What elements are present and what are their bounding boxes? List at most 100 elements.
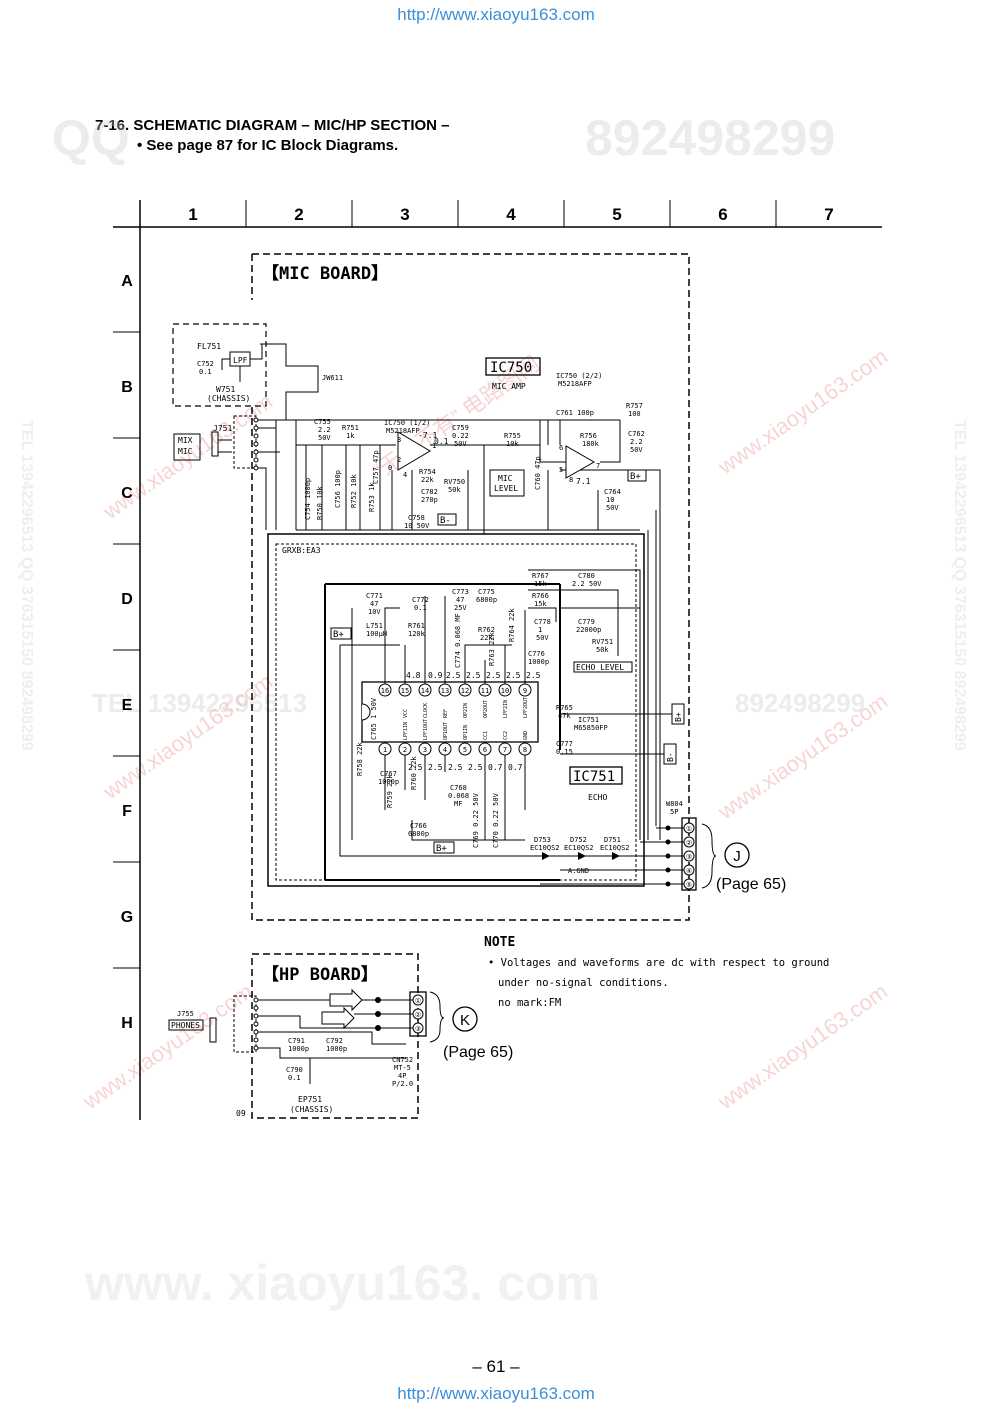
ic751-box: [569, 766, 623, 785]
svg-text:GND: GND: [523, 731, 529, 740]
watermark-side: TEL 13942296513 QQ 376315150 892498299: [951, 420, 968, 751]
svg-text:270p: 270p: [421, 496, 438, 504]
svg-text:C768: C768: [450, 784, 467, 792]
svg-text:0.1: 0.1: [414, 604, 427, 612]
svg-text:C760 47p: C760 47p: [534, 456, 542, 490]
svg-text:C762: C762: [628, 430, 645, 438]
svg-text:R765: R765: [556, 704, 573, 712]
svg-text:R767: R767: [532, 572, 549, 580]
ic751-pin: 6: [483, 746, 487, 754]
url-footer[interactable]: http://www.xiaoyu163.com: [397, 1384, 595, 1403]
w751-chassis: (CHASSIS): [207, 394, 250, 403]
j751-jack: [211, 431, 219, 457]
svg-text:R766: R766: [532, 592, 549, 600]
svg-text:1000p: 1000p: [378, 778, 399, 786]
svg-text:C777: C777: [556, 740, 573, 748]
svg-text:6800p: 6800p: [476, 596, 497, 604]
svg-text:MT-5: MT-5: [394, 1064, 411, 1072]
svg-text:15k: 15k: [534, 600, 547, 608]
connector-j-marker: [724, 842, 750, 868]
watermark-site-diag: www.xiaoyu163.com: [78, 979, 257, 1115]
svg-text:5: 5: [559, 466, 563, 474]
ic751-pin: 12: [461, 687, 469, 695]
svg-text:C767: C767: [380, 770, 397, 778]
board-number: 09: [236, 1109, 246, 1118]
svg-text:R760 22k: R760 22k: [410, 755, 418, 790]
svg-text:C769 0.22 50V: C769 0.22 50V: [472, 792, 480, 848]
svg-text:22k: 22k: [480, 634, 493, 642]
c752-label: C752: [197, 360, 214, 368]
svg-text:RV750: RV750: [444, 478, 465, 486]
ic750-opamp-1: [397, 431, 431, 471]
grid-column-labels: 1 2 3 4 5 6 7: [188, 205, 833, 224]
page-ref-j: (Page 65): [716, 876, 786, 893]
arrow-icon: [329, 988, 363, 1012]
svg-text:100: 100: [628, 410, 641, 418]
svg-text:P/2.0: P/2.0: [392, 1080, 413, 1088]
svg-text:EC10QS2: EC10QS2: [564, 844, 594, 852]
svg-text:100μH: 100μH: [366, 630, 387, 638]
svg-text:10: 10: [606, 496, 614, 504]
svg-text:2.2: 2.2: [630, 438, 643, 446]
connector-pin: ③: [415, 1025, 421, 1033]
url-header[interactable]: http://www.xiaoyu163.com: [397, 5, 595, 24]
svg-text:2.2: 2.2: [318, 426, 331, 434]
svg-text:C758: C758: [408, 514, 425, 522]
svg-text:50k: 50k: [596, 646, 609, 654]
connector-pin: ②: [686, 839, 692, 847]
svg-text:R755: R755: [504, 432, 521, 440]
svg-text:C791: C791: [288, 1037, 305, 1045]
ic751-pin: 2: [403, 746, 407, 754]
svg-text:MIC: MIC: [498, 474, 513, 483]
svg-text:EP751: EP751: [298, 1095, 322, 1104]
fl751-label: FL751: [197, 342, 221, 351]
ic751-label: IC751: [573, 769, 615, 785]
ic750-12-label: IC750 (1/2): [384, 419, 430, 427]
svg-text:0.15: 0.15: [556, 748, 573, 756]
mix-mic-label: MIC: [178, 447, 193, 456]
svg-text:C776: C776: [528, 650, 545, 658]
section-subtitle: • See page 87 for IC Block Diagrams.: [137, 137, 399, 154]
ic751-pin: 13: [441, 687, 449, 695]
watermark-tel-right: 892498299: [735, 688, 865, 718]
svg-text:0.068: 0.068: [448, 792, 469, 800]
volt-label: 2.5: [448, 763, 463, 772]
svg-text:6800p: 6800p: [408, 830, 429, 838]
svg-text:5P: 5P: [670, 808, 678, 816]
grid-col-label: 3: [400, 205, 409, 224]
volt-label: 2.5: [466, 671, 481, 680]
volt-label: 2.5: [468, 763, 483, 772]
svg-text:R757: R757: [626, 402, 643, 410]
echo-label: ECHO: [588, 793, 607, 802]
section-title: 7-16. SCHEMATIC DIAGRAM – MIC/HP SECTION…: [95, 117, 450, 134]
svg-text:10V: 10V: [368, 608, 381, 616]
watermark-side: TEL 13942296513 QQ 376315150 892498299: [18, 420, 35, 751]
svg-text:R758 22k: R758 22k: [356, 741, 364, 776]
volt-label: 0.7: [508, 763, 523, 772]
svg-text:REF: REF: [443, 709, 449, 718]
volt-label: 2.5: [408, 763, 423, 772]
lpf-label: LPF: [233, 356, 248, 365]
svg-text:C771: C771: [366, 592, 383, 600]
ic751-pin: 16: [381, 687, 389, 695]
ic751-pin: 11: [481, 687, 489, 695]
phones-box: [168, 1019, 204, 1031]
svg-text:1000p: 1000p: [528, 658, 549, 666]
watermark-site-diag: www.xiaoyu163.com: [713, 979, 892, 1115]
svg-text:R751: R751: [342, 424, 359, 432]
svg-text:EC10QS2: EC10QS2: [530, 844, 560, 852]
svg-text:0.22: 0.22: [452, 432, 469, 440]
ic750-22-part: M5218AFP: [558, 380, 592, 388]
svg-text:R753 1k: R753 1k: [368, 482, 376, 512]
grid-row-label: E: [122, 697, 133, 714]
grid-col-label: 1: [188, 205, 197, 224]
watermark-site-diag: www.xiaoyu163.com: [98, 389, 277, 525]
ic750-label: IC750: [490, 360, 532, 376]
connector-j-label: J: [733, 848, 741, 865]
svg-text:OP1OUT: OP1OUT: [443, 722, 449, 740]
svg-text:50V: 50V: [318, 434, 331, 442]
svg-text:LPF1OUT: LPF1OUT: [423, 719, 429, 740]
c752-value: 0.1: [199, 368, 212, 376]
svg-text:120k: 120k: [408, 630, 426, 638]
b-plus-label: B+: [630, 472, 641, 482]
